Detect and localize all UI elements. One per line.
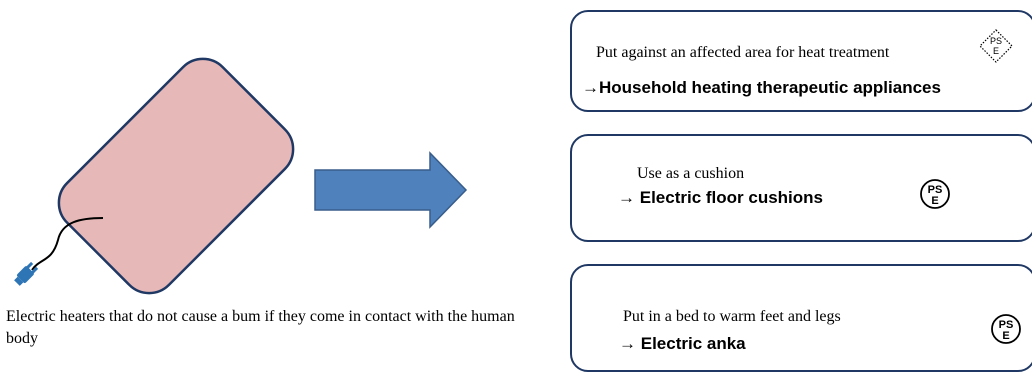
category-box-floor-cushions: Use as a cushion → Electric floor cushio…	[570, 134, 1032, 242]
svg-text:E: E	[993, 46, 999, 56]
power-cord	[31, 217, 104, 271]
svg-text:E: E	[1002, 330, 1009, 342]
product-name: Electric floor cushions	[639, 188, 823, 207]
arrow-glyph: →	[618, 188, 640, 207]
category-description: Use as a cushion	[637, 165, 745, 182]
category-product: → Electric anka	[619, 334, 746, 354]
svg-text:PS: PS	[928, 184, 943, 196]
product-name: Electric anka	[640, 334, 746, 353]
right-arrow	[314, 151, 468, 229]
category-box-electric-anka: Put in a bed to warm feet and legs → Ele…	[570, 264, 1032, 372]
plug-icon	[14, 261, 39, 286]
pse-circle-icon: PS E	[991, 314, 1021, 344]
category-box-therapeutic: Put against an affected area for heat tr…	[570, 10, 1032, 112]
pse-diamond-icon: PS E	[979, 29, 1013, 63]
category-description: Put against an affected area for heat tr…	[596, 44, 890, 61]
pse-circle-icon: PS E	[920, 179, 950, 209]
arrow-glyph: →	[619, 334, 641, 353]
heater-caption: Electric heaters that do not cause a bum…	[6, 308, 515, 347]
heater-pad	[57, 57, 295, 295]
product-name: Household heating therapeutic appliances	[599, 78, 941, 97]
category-product: →Household heating therapeutic appliance…	[582, 78, 941, 98]
svg-text:PS: PS	[999, 319, 1014, 331]
svg-text:E: E	[931, 195, 938, 207]
arrow-glyph: →	[582, 78, 599, 97]
svg-text:PS: PS	[990, 36, 1002, 46]
category-product: → Electric floor cushions	[618, 188, 823, 208]
category-description: Put in a bed to warm feet and legs	[623, 308, 841, 325]
